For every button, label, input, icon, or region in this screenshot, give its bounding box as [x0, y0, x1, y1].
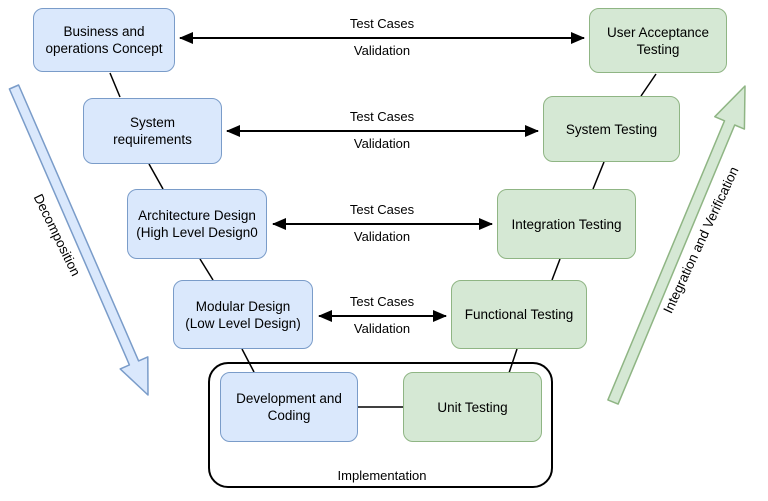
- validation-label-row1: Validation: [353, 43, 411, 58]
- integration-verification-arrow: [607, 85, 746, 405]
- test-cases-label-row4: Test Cases: [349, 294, 415, 309]
- test-cases-label-row2: Test Cases: [349, 109, 415, 124]
- box-system-testing: System Testing: [543, 96, 680, 162]
- connector-uat-to-system-testing: [640, 73, 657, 97]
- test-cases-label-row1: Test Cases: [349, 16, 415, 31]
- box-system-requirements: System requirements: [83, 98, 222, 164]
- connector-integration-to-functional-testing: [551, 258, 561, 281]
- box-modular-design: Modular Design (Low Level Design): [173, 280, 313, 349]
- box-development-coding: Development and Coding: [220, 372, 358, 442]
- connector-modular-to-development: [241, 348, 255, 373]
- implementation-container: [208, 362, 553, 488]
- test-cases-label-row3: Test Cases: [349, 202, 415, 217]
- box-architecture-design: Architecture Design (High Level Design0: [127, 189, 267, 259]
- connector-system-to-integration-testing: [592, 161, 605, 190]
- implementation-label: Implementation: [337, 468, 427, 483]
- validation-label-row2: Validation: [353, 136, 411, 151]
- decomposition-arrow: [8, 84, 149, 396]
- validation-label-row4: Validation: [353, 321, 411, 336]
- connector-functional-to-unit-testing: [508, 348, 518, 374]
- connector-business-to-requirements: [109, 72, 121, 98]
- connector-requirements-to-architecture: [148, 163, 164, 190]
- connector-architecture-to-modular: [199, 258, 214, 281]
- box-unit-testing: Unit Testing: [403, 372, 542, 442]
- validation-label-row3: Validation: [353, 229, 411, 244]
- box-functional-testing: Functional Testing: [451, 280, 587, 349]
- box-business-concept: Business and operations Concept: [33, 8, 175, 72]
- box-integration-testing: Integration Testing: [497, 189, 636, 259]
- box-user-acceptance-testing: User Acceptance Testing: [589, 8, 727, 73]
